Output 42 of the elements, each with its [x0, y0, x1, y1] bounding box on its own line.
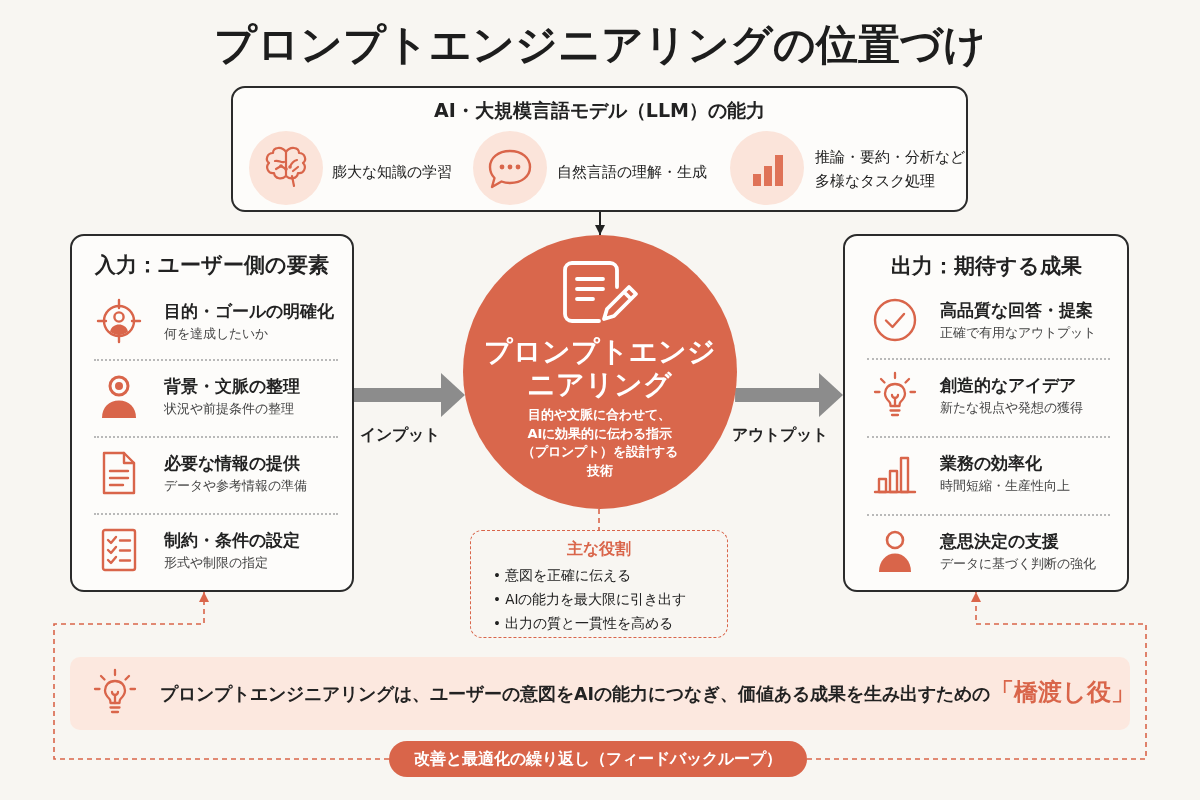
role-item: • AIの能力を最大限に引き出す	[493, 590, 687, 609]
dashed-arrow	[806, 591, 1147, 760]
item-title: 業務の効率化	[940, 453, 1042, 475]
item-title: 必要な情報の提供	[164, 453, 300, 475]
summary-banner	[70, 657, 1130, 730]
item-title: 背景・文脈の整理	[164, 376, 300, 398]
hub-title: プロンプトエンジニアリング	[483, 335, 717, 401]
input-panel	[70, 234, 354, 592]
item-title: 目的・ゴールの明確化	[164, 301, 334, 323]
item-description: 正確で有用なアウトプット	[940, 324, 1096, 342]
hub-description: 目的や文脈に合わせて、AIに効果的に伝わる指示（プロンプト）を設計する技術	[521, 406, 679, 480]
panel-heading: 出力：期待する成果	[890, 253, 1082, 280]
capability-panel	[231, 86, 968, 212]
role-item: • 出力の質と一貫性を高める	[493, 614, 674, 633]
item-title: 意思決定の支援	[940, 531, 1059, 553]
dashed-arrow	[53, 591, 390, 760]
item-description: データに基づく判断の強化	[940, 555, 1096, 573]
block-arrow	[354, 373, 465, 417]
output-panel	[843, 234, 1129, 592]
diagram-title: プロンプトエンジニアリングの位置づけ	[214, 20, 986, 70]
item-description: 形式や制限の指定	[164, 554, 268, 572]
panel-heading: 入力：ユーザー側の要素	[95, 252, 329, 279]
block-arrow	[735, 373, 843, 417]
capability-text: 推論・要約・分析など多様なタスク処理	[815, 148, 966, 191]
item-description: 何を達成したいか	[164, 325, 268, 343]
capability-text: 自然言語の理解・生成	[557, 163, 707, 182]
item-title: 高品質な回答・提案	[940, 300, 1093, 322]
panel-heading: AI・大規模言語モデル（LLM）の能力	[434, 98, 765, 122]
item-title: 創造的なアイデア	[940, 375, 1076, 397]
arrow	[595, 211, 605, 236]
dashed-line	[598, 508, 600, 531]
item-description: 状況や前提条件の整理	[164, 400, 294, 418]
summary-text: プロンプトエンジニアリングは、ユーザーの意図をAIの能力につなぎ、価値ある成果を生み出すための「橋渡し役」	[160, 677, 1136, 708]
item-title: 制約・条件の設定	[164, 530, 300, 552]
roles-heading: 主な役割	[567, 538, 631, 560]
roles-panel	[470, 530, 728, 638]
item-description: データや参考情報の準備	[164, 477, 307, 495]
feedback-loop-pill: 改善と最適化の繰り返し（フィードバックループ）	[389, 741, 807, 777]
item-description: 時間短縮・生産性向上	[940, 477, 1070, 495]
role-item: • 意図を正確に伝える	[493, 566, 632, 585]
item-description: 新たな視点や発想の獲得	[940, 399, 1083, 417]
capability-text: 膨大な知識の学習	[332, 163, 452, 182]
